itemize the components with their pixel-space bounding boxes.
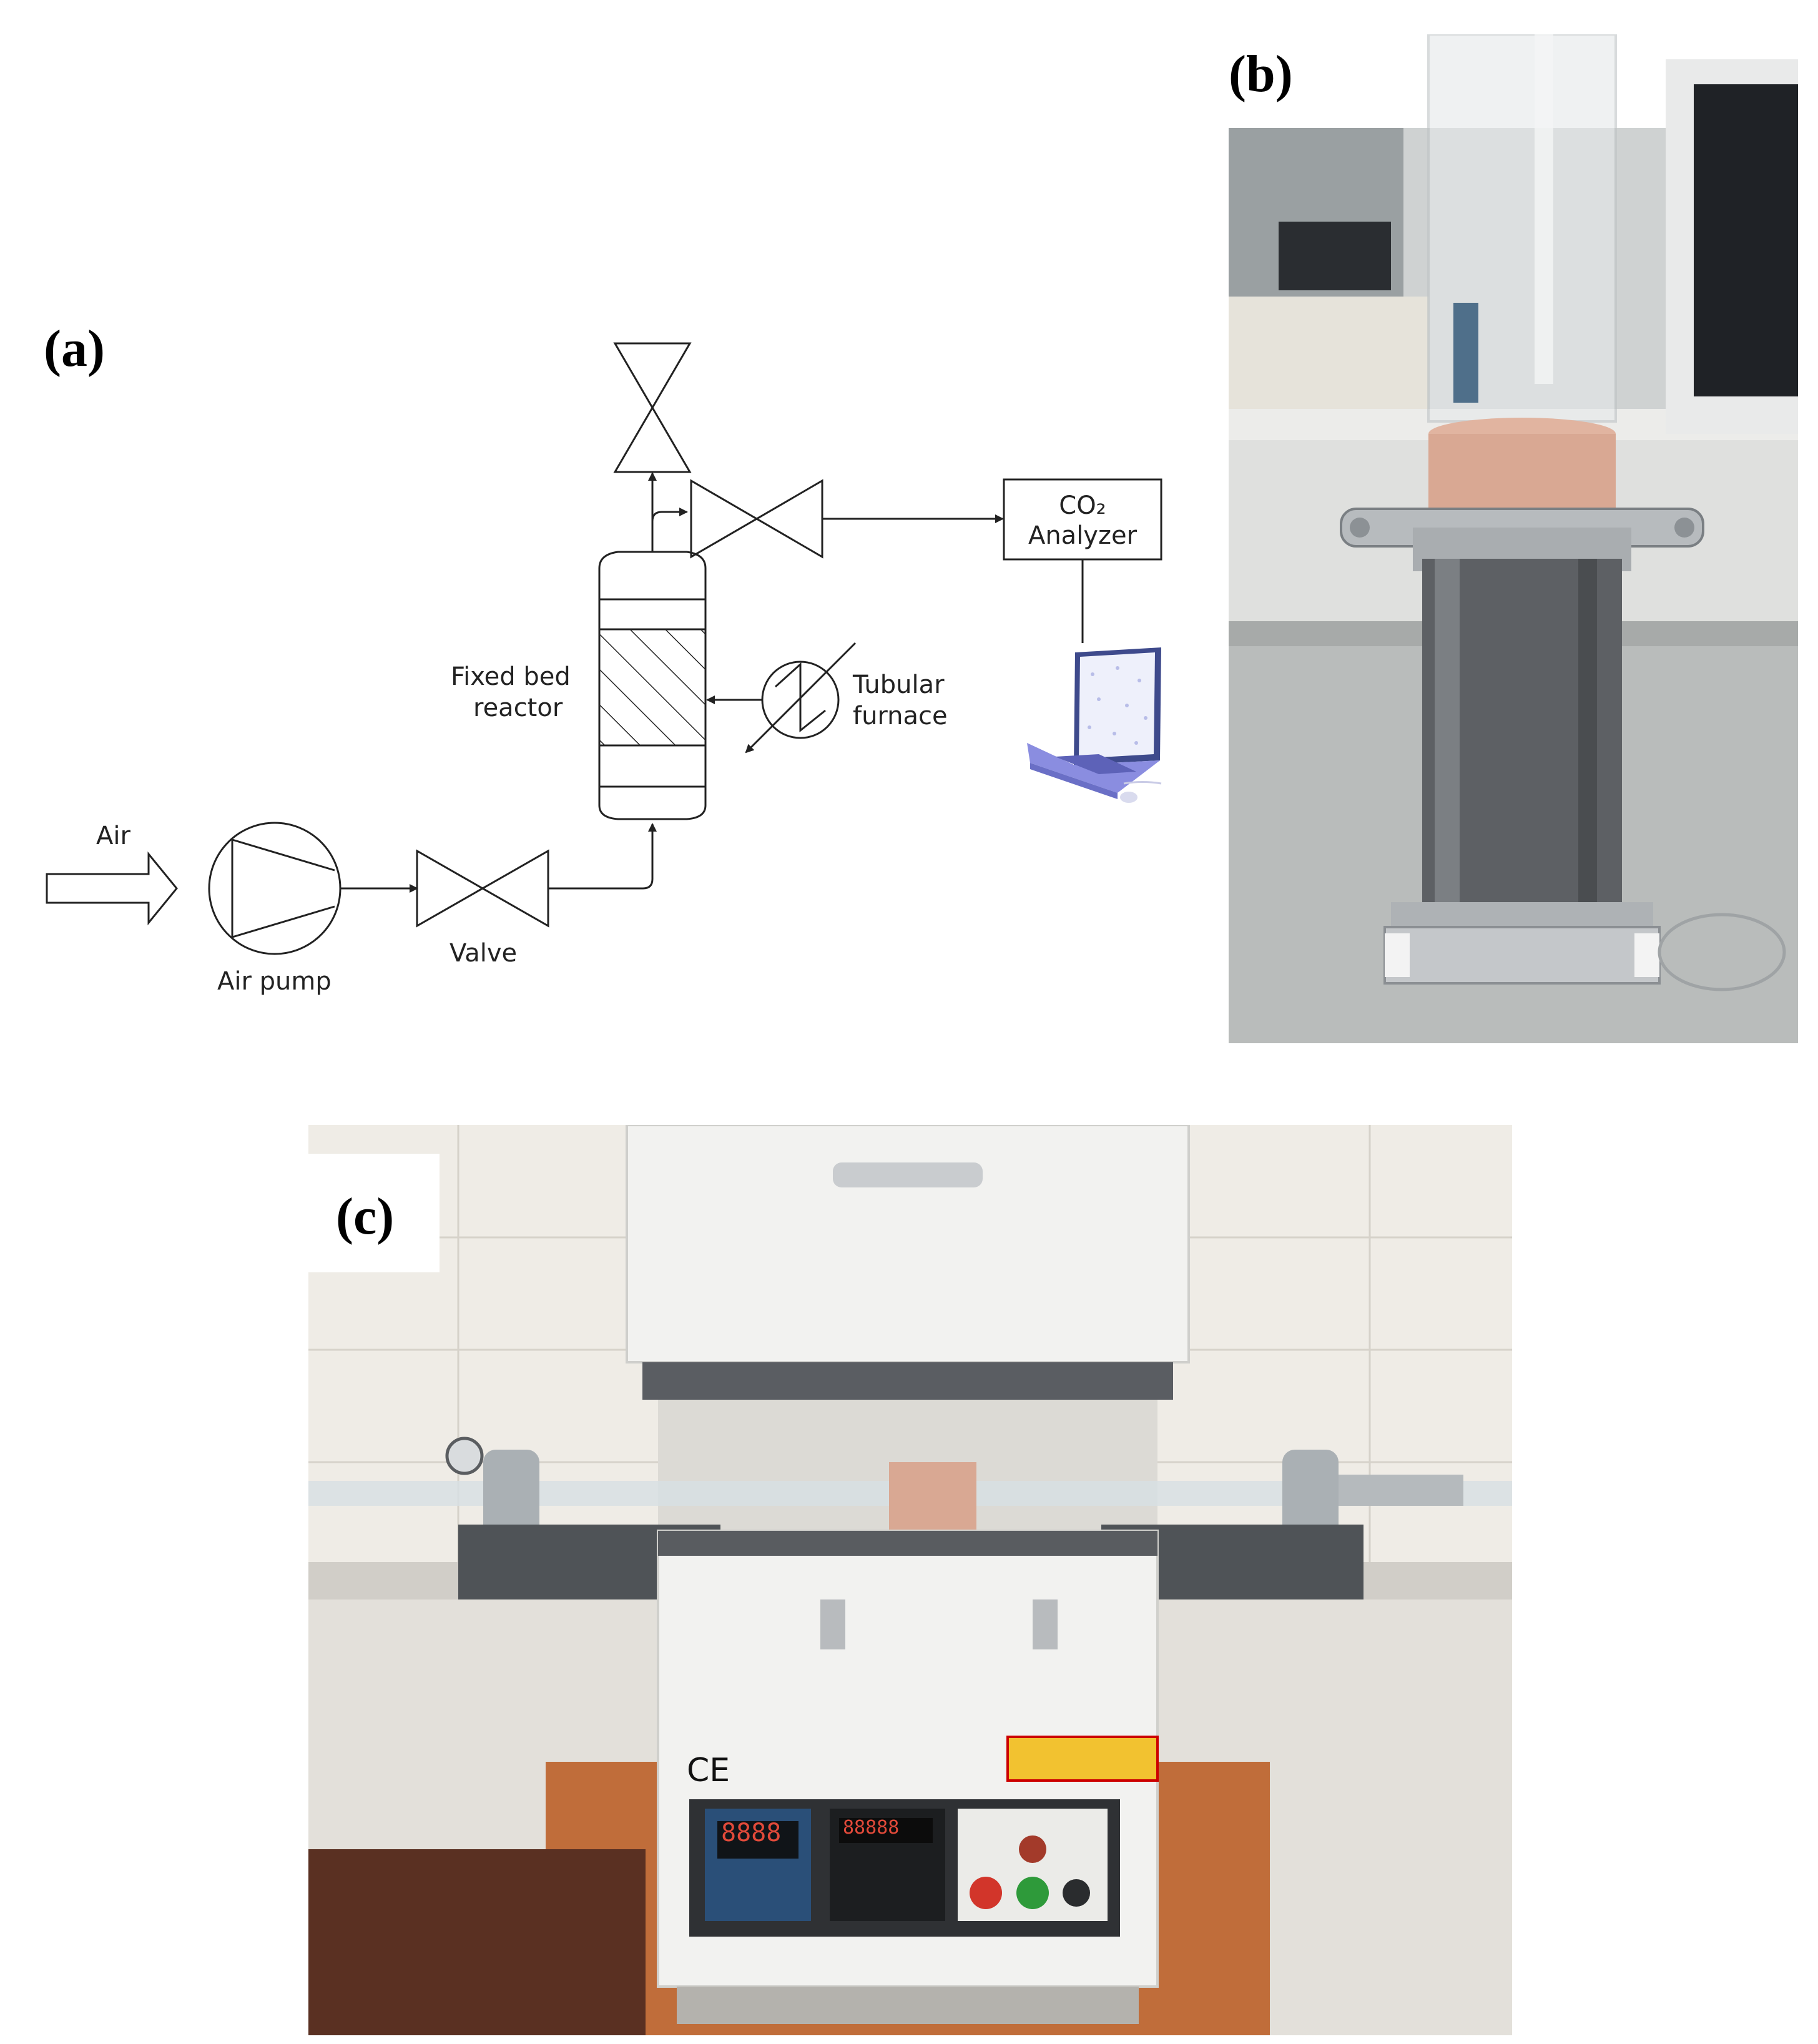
furnace-sorbent [889,1462,976,1537]
air-pump-label: Air pump [217,967,332,996]
air-pump-icon [208,822,341,955]
reactor-label-line2: reactor [473,694,563,722]
tubular-furnace-photo [308,1125,1512,2035]
fixed-bed-reactor-icon [598,551,707,820]
timer-display: 88888 [843,1817,900,1839]
analyzer-label-line2: Analyzer [1028,521,1137,550]
air-label: Air [96,822,130,850]
tubular-furnace-icon [745,642,857,754]
panel-label-a: (a) [44,320,105,378]
panel-label-c: (c) [336,1187,395,1246]
process-flow-diagram: Air Air pump Valve Fixed bed reactor Tub… [46,342,1162,996]
valve-icon [416,849,549,928]
laptop-icon [1027,647,1162,803]
air-inlet-arrow [46,851,178,926]
panel-label-c-background [308,1154,440,1272]
ce-mark: CE [687,1752,730,1789]
reactor-label-line1: Fixed bed [451,662,571,691]
valve-label: Valve [450,939,517,968]
furnace-label-line1: Tubular [852,671,945,699]
outlet-valve-icon [690,479,823,559]
temperature-display: 8888 [721,1819,782,1847]
furnace-label-line2: furnace [853,702,948,730]
reactor-column-photo [1229,34,1798,1043]
panel-label-b: (b) [1229,45,1293,103]
vent-valve-icon [613,342,692,473]
analyzer-label-line1: CO₂ [1059,491,1106,520]
